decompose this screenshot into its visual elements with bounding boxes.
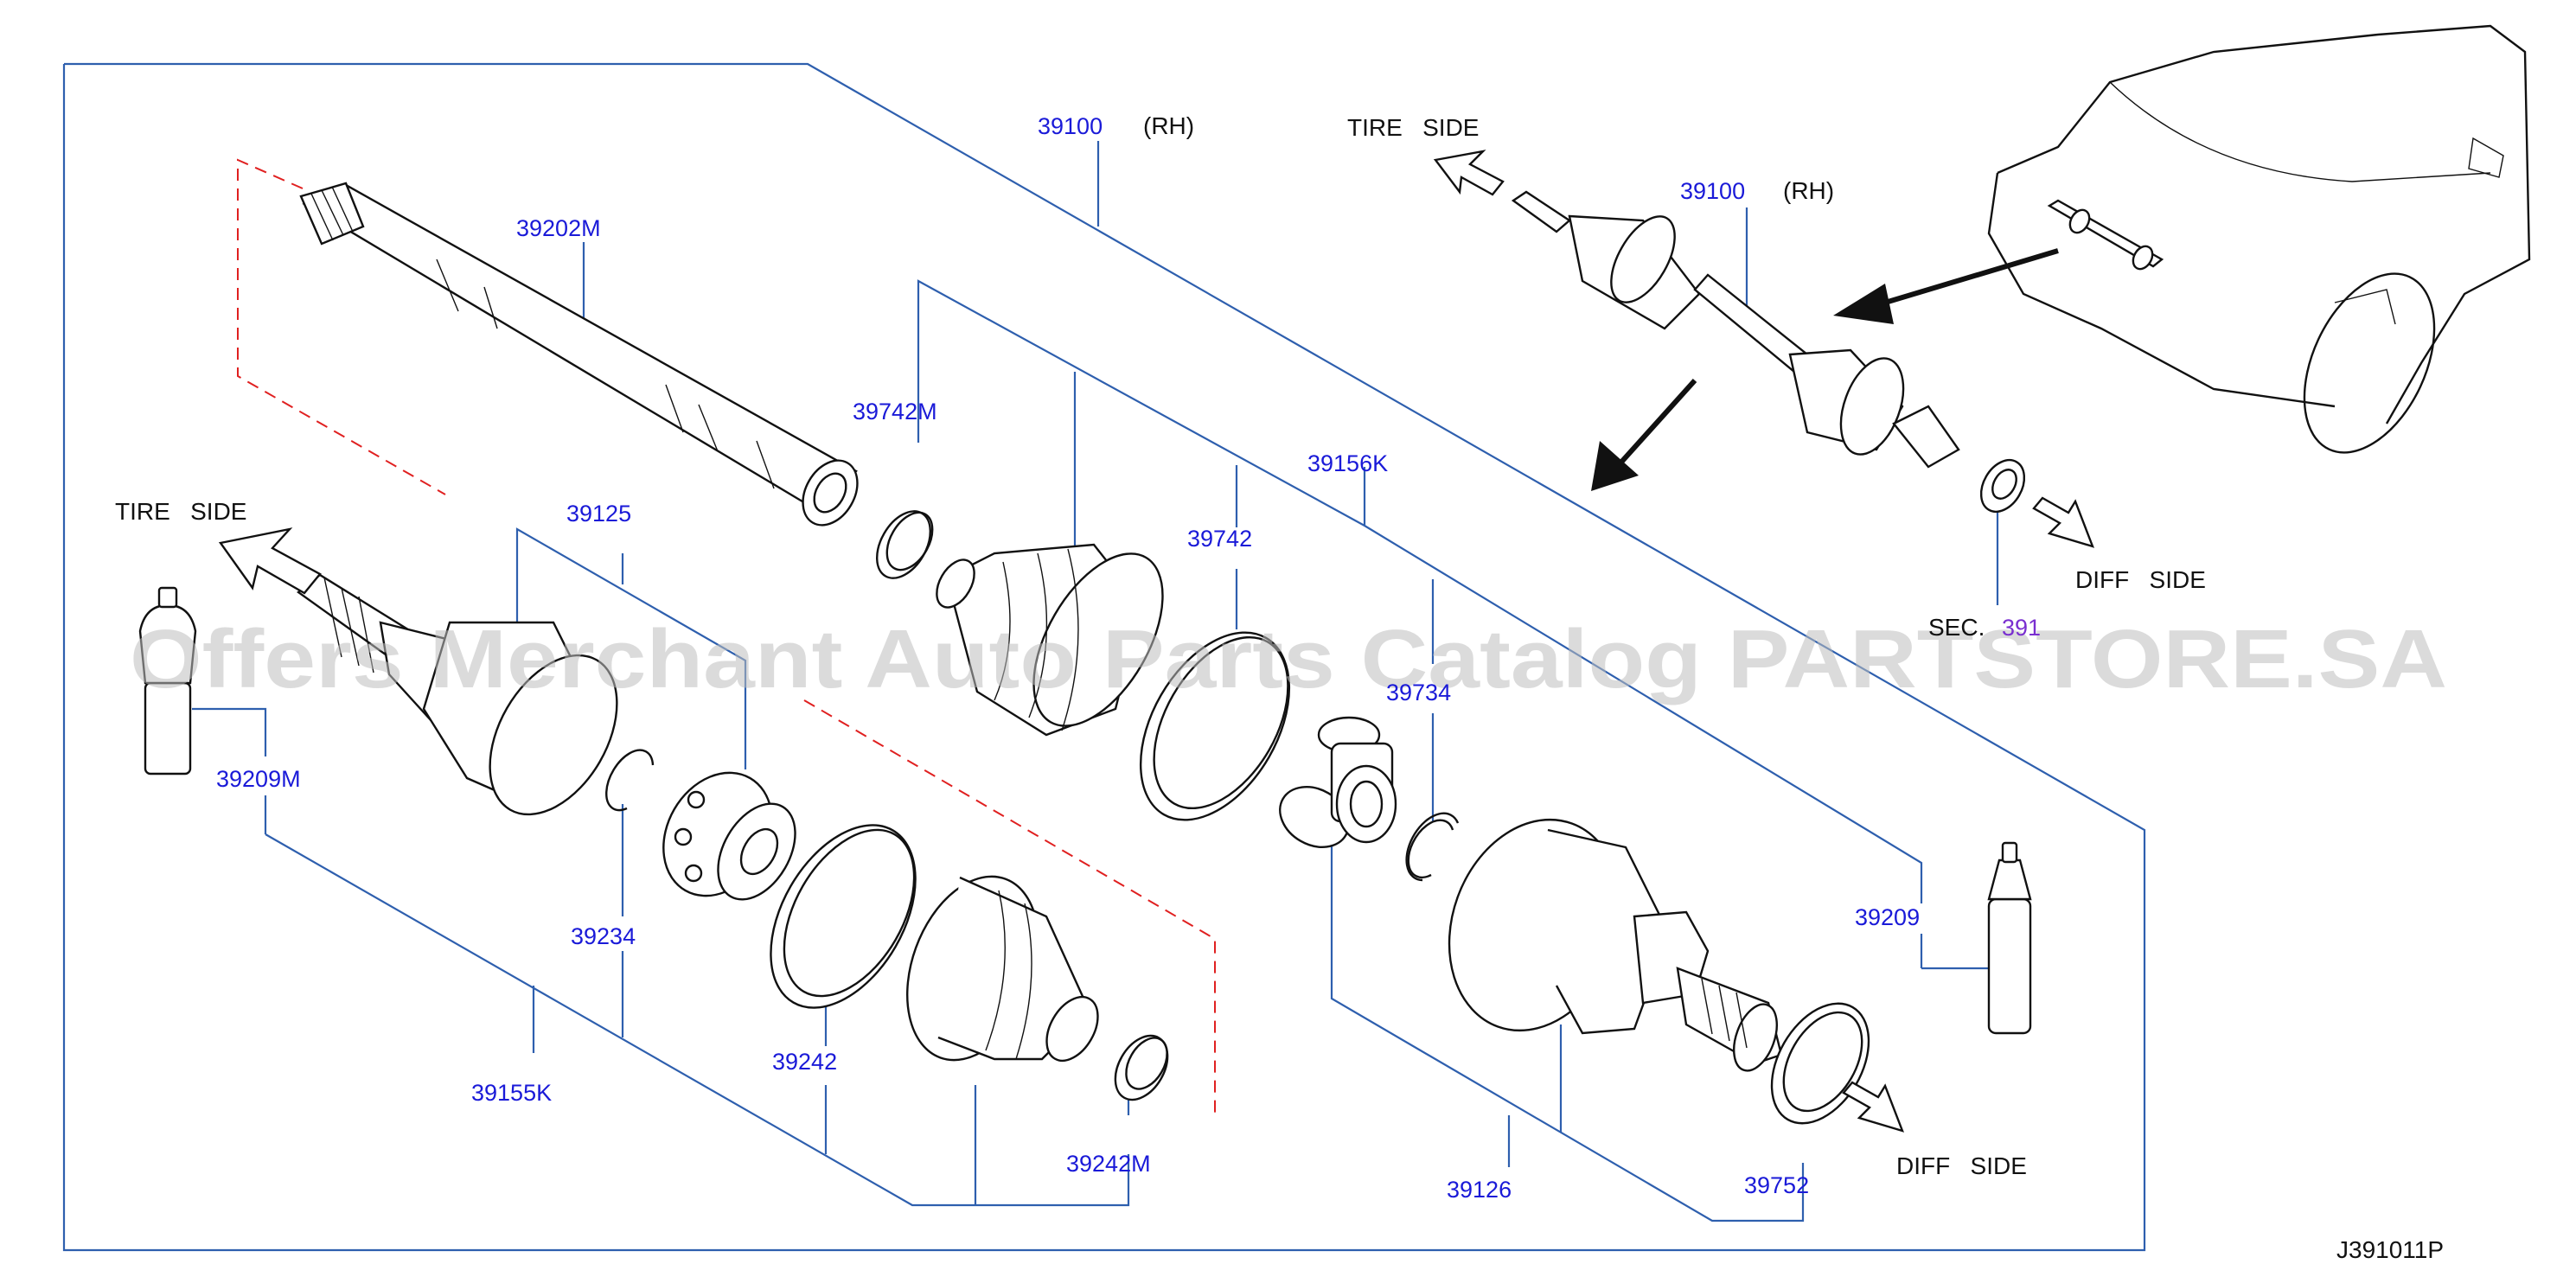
label-39100-inset[interactable]: 39100 bbox=[1680, 178, 1745, 204]
hidden-lines bbox=[237, 158, 1216, 1115]
label-39202m[interactable]: 39202M bbox=[516, 215, 601, 241]
band-large-part bbox=[1139, 631, 1291, 821]
label-39155k[interactable]: 39155K bbox=[471, 1080, 552, 1106]
label-39100-main-side: (RH) bbox=[1143, 112, 1194, 139]
label-39734[interactable]: 39734 bbox=[1386, 680, 1451, 705]
label-39209[interactable]: 39209 bbox=[1855, 904, 1920, 930]
band-boot-outer-large-part bbox=[770, 824, 917, 1009]
diff-side-arrow-main-icon bbox=[1842, 1081, 1904, 1133]
label-39156k[interactable]: 39156K bbox=[1307, 450, 1388, 476]
part-number-labels: 39100 (RH) 39100 (RH) 39202M 39742M 3974… bbox=[216, 112, 1920, 1203]
label-39125[interactable]: 39125 bbox=[566, 501, 631, 527]
snap-ring-inner-part bbox=[1405, 812, 1460, 882]
tire-side-label-main: TIRE SIDE bbox=[115, 498, 246, 525]
tire-side-label-inset: TIRE SIDE bbox=[1347, 114, 1479, 141]
label-39242[interactable]: 39242 bbox=[772, 1049, 837, 1075]
inner-race-part bbox=[662, 771, 796, 901]
arrow-to-main-icon bbox=[1833, 248, 2059, 324]
label-39752[interactable]: 39752 bbox=[1744, 1172, 1809, 1198]
section-reference[interactable]: SEC. 391 bbox=[1928, 614, 2041, 641]
diff-side-label-main: DIFF SIDE bbox=[1896, 1152, 2027, 1179]
label-39126[interactable]: 39126 bbox=[1447, 1177, 1512, 1203]
label-39100-inset-side: (RH) bbox=[1783, 177, 1834, 204]
band-boot-outer-small-part bbox=[1114, 1034, 1169, 1101]
direction-arrows bbox=[218, 150, 2094, 1133]
inset-assembled-shaft bbox=[1511, 190, 2026, 514]
direction-labels: TIRE SIDE TIRE SIDE DIFF SIDE DIFF SIDE bbox=[115, 114, 2206, 1179]
diagram-code: J391011P bbox=[2336, 1236, 2444, 1263]
grease-outer-part bbox=[138, 586, 197, 776]
inner-housing-part bbox=[1448, 818, 1783, 1072]
diff-side-label-inset: DIFF SIDE bbox=[2075, 566, 2206, 593]
watermark: Offers Merchant Auto Parts Catalog PARTS… bbox=[130, 613, 2447, 705]
label-39242m[interactable]: 39242M bbox=[1066, 1151, 1151, 1177]
outer-boot-part bbox=[906, 875, 1099, 1063]
label-39742[interactable]: 39742 bbox=[1187, 526, 1252, 552]
section-ref-prefix: SEC. bbox=[1928, 614, 1985, 641]
label-39234[interactable]: 39234 bbox=[571, 923, 636, 949]
snap-ring-outer-part bbox=[605, 749, 655, 812]
car-illustration bbox=[1987, 24, 2531, 454]
inner-boot-part bbox=[936, 543, 1164, 737]
leader-lines bbox=[62, 62, 2146, 1252]
outer-joint-part bbox=[297, 573, 618, 816]
band-small-part bbox=[876, 510, 934, 579]
label-39742m[interactable]: 39742M bbox=[853, 399, 937, 424]
label-39209m[interactable]: 39209M bbox=[216, 766, 301, 792]
tire-side-arrow-inset-icon bbox=[1433, 150, 1505, 196]
arrow-down-left-icon bbox=[1591, 378, 1697, 491]
grease-inner-part bbox=[1987, 841, 2032, 1035]
label-39100-main[interactable]: 39100 bbox=[1038, 113, 1103, 139]
section-ref-number[interactable]: 391 bbox=[2002, 615, 2041, 641]
tripod-part bbox=[1279, 716, 1397, 848]
diff-side-arrow-inset-icon bbox=[2032, 496, 2094, 548]
tire-side-arrow-main-icon bbox=[218, 527, 322, 595]
shaft-part bbox=[299, 182, 859, 527]
